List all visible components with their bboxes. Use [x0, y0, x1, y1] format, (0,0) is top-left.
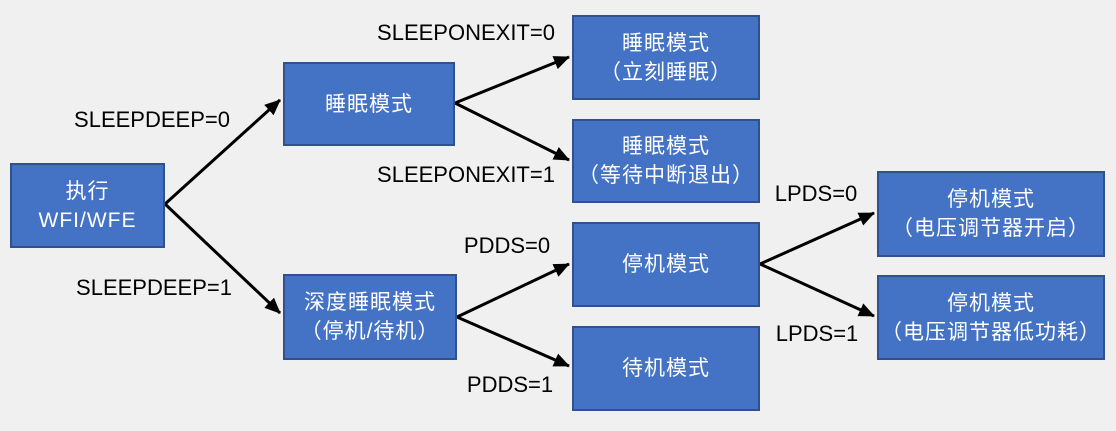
- node-sleep-immediate-line: （立刻睡眠）: [600, 60, 732, 84]
- node-stop-vreg-on-line: （电压调节器开启）: [892, 217, 1090, 240]
- node-stop-vreg-lowpower-line: （电压调节器低功耗）: [881, 320, 1101, 344]
- arrow-stop-mode-to-stop-vreg-on: [759, 211, 875, 266]
- edge-label-pdds-0: PDDS=0: [463, 233, 551, 258]
- arrow-deep-sleep-mode-to-stop-mode: [456, 262, 570, 319]
- node-exec-wfi-wfe: 执行 WFI/WFE: [10, 163, 165, 248]
- node-stop-mode-line: 停机模式: [622, 253, 710, 276]
- node-exec-wfi-wfe-line: WFI/WFE: [38, 208, 137, 232]
- node-sleep-immediate: 睡眠模式 （立刻睡眠）: [572, 15, 760, 100]
- arrow-exec-wfi-wfe-to-sleep-mode: [163, 98, 282, 206]
- node-standby-mode-line: 待机模式: [622, 357, 710, 380]
- node-sleep-immediate-line: 睡眠模式: [622, 31, 710, 55]
- node-stop-vreg-on-line: 停机模式: [947, 188, 1035, 211]
- node-stop-vreg-lowpower-line: 停机模式: [947, 291, 1035, 315]
- arrow-deep-sleep-mode-to-standby-mode: [456, 315, 570, 368]
- edge-label-sleepdeep-1: SLEEPDEEP=1: [76, 275, 232, 300]
- node-sleep-wait-exit-line: 睡眠模式: [622, 135, 710, 158]
- arrow-exec-wfi-wfe-to-deep-sleep-mode: [163, 202, 282, 315]
- node-sleep-mode-line: 睡眠模式: [325, 92, 413, 116]
- node-sleep-wait-exit: 睡眠模式 （等待中断退出）: [572, 119, 760, 203]
- node-deep-sleep-mode-line: （停机/待机）: [300, 320, 440, 343]
- edge-label-sleepdeep-0: SLEEPDEEP=0: [74, 107, 230, 132]
- edge-label-lpds-0: LPDS=0: [774, 181, 858, 206]
- node-stop-vreg-lowpower: 停机模式 （电压调节器低功耗）: [877, 275, 1105, 360]
- node-stop-vreg-on: 停机模式 （电压调节器开启）: [877, 171, 1105, 257]
- arrow-stop-mode-to-stop-vreg-lowpower: [759, 262, 875, 318]
- edge-label-sleeponexit-1: SLEEPONEXIT=1: [377, 162, 555, 187]
- node-deep-sleep-mode: 深度睡眠模式 （停机/待机）: [283, 274, 457, 360]
- node-deep-sleep-mode-line: 深度睡眠模式: [304, 291, 436, 314]
- node-stop-mode: 停机模式: [572, 222, 760, 307]
- arrow-sleep-mode-to-sleep-wait-exit: [454, 101, 570, 162]
- node-sleep-mode: 睡眠模式: [283, 62, 455, 146]
- node-standby-mode: 待机模式: [572, 326, 760, 411]
- node-exec-wfi-wfe-line: 执行: [65, 179, 110, 203]
- node-sleep-wait-exit-line: （等待中断退出）: [578, 164, 754, 187]
- edge-label-lpds-1: LPDS=1: [775, 321, 859, 346]
- edge-label-sleeponexit-0: SLEEPONEXIT=0: [377, 20, 555, 45]
- edge-label-pdds-1: PDDS=1: [466, 372, 554, 397]
- arrow-sleep-mode-to-sleep-immediate: [454, 55, 570, 105]
